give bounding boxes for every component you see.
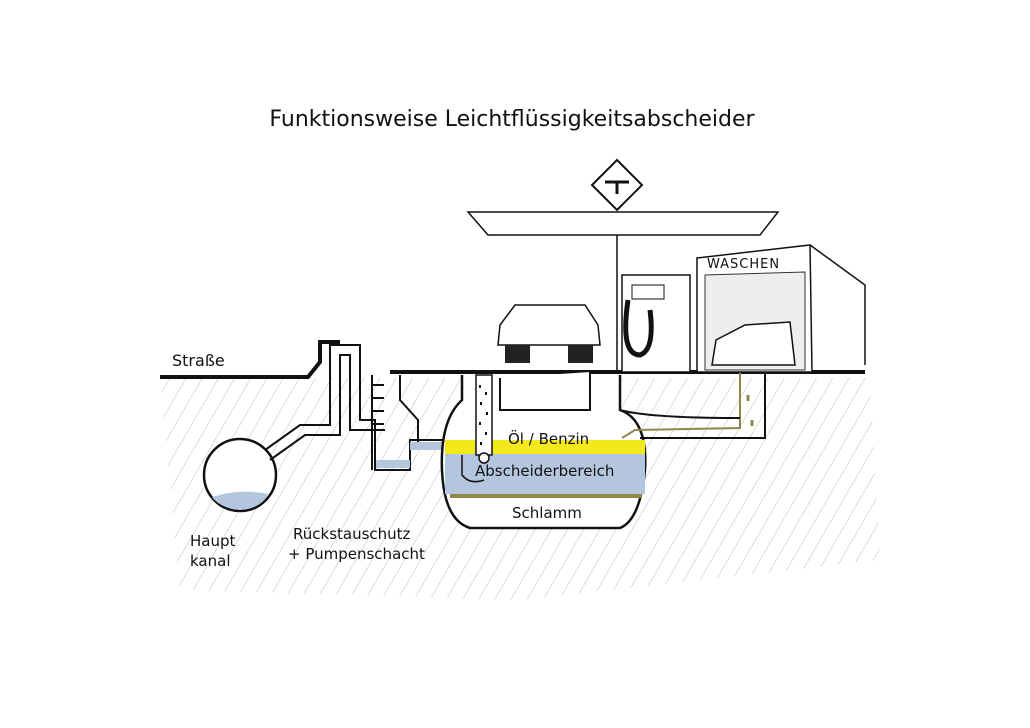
- washed-car: [711, 321, 796, 366]
- sludge-boundary: [450, 494, 642, 498]
- oil-layer: [445, 440, 645, 454]
- car-wheel-right: [568, 345, 593, 363]
- outlet-bend: [461, 455, 485, 483]
- canopy: [466, 211, 780, 236]
- main-sewer-label: Haupt: [190, 532, 235, 550]
- fuel-hose: [623, 299, 654, 358]
- shaft-ladder: [372, 384, 384, 425]
- main-sewer-label-2: kanal: [190, 552, 230, 570]
- separator-label: Abscheiderbereich: [475, 462, 614, 480]
- oil-label: Öl / Benzin: [508, 429, 589, 448]
- filter-column: [475, 374, 493, 456]
- water-layer: [445, 454, 645, 494]
- sludge-label: Schlamm: [512, 504, 582, 522]
- backflow-pipe-inner: [269, 354, 385, 461]
- pump-display: [631, 284, 665, 300]
- float-valve: [478, 452, 490, 464]
- inflow-pipe-wall: [640, 372, 766, 439]
- drain-channel: [619, 378, 741, 419]
- car: [497, 304, 601, 346]
- sewer-water: [212, 491, 268, 510]
- shaft-water: [376, 460, 410, 468]
- car-wheel-left: [505, 345, 530, 363]
- car-wash-side: [809, 244, 866, 365]
- street-label: Straße: [172, 351, 225, 370]
- oil-drops: [746, 395, 754, 426]
- pump-shaft: [371, 375, 419, 470]
- inflow-pipe: [621, 372, 741, 439]
- sign-symbol: [605, 180, 629, 194]
- diagram-title: Funktionsweise Leichtflüssigkeitsabschei…: [269, 107, 755, 132]
- tank-cover-well: [499, 372, 591, 411]
- backflow-label: Rückstauschutz: [293, 525, 411, 543]
- car-wash-label: WASCHEN: [707, 257, 780, 272]
- filter-media: [479, 385, 488, 445]
- backflow-label-2: + Pumpenschacht: [288, 545, 425, 563]
